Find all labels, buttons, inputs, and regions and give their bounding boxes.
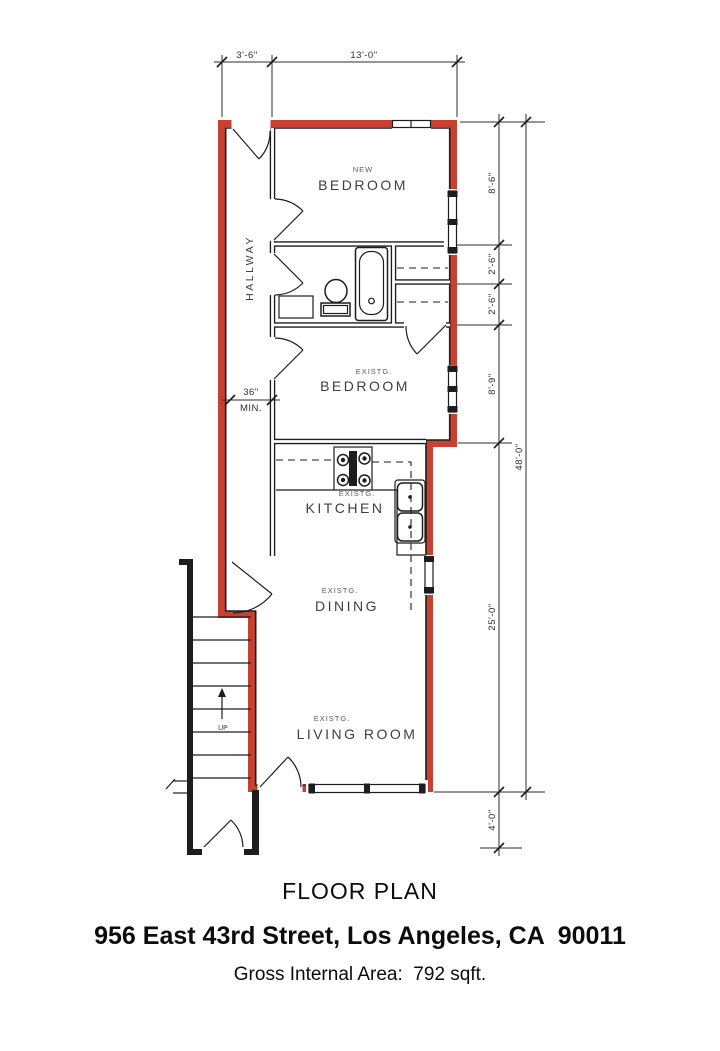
room-label-dining: DINING xyxy=(315,598,379,614)
toilet-symbol xyxy=(320,278,351,317)
room-labels: NEW BEDROOM HALLWAY EXISTG. BEDROOM EXIS… xyxy=(244,165,418,742)
kitchen-fixtures xyxy=(276,446,426,612)
bathroom-fixtures xyxy=(278,246,448,322)
porch-door xyxy=(202,819,244,849)
bathtub-symbol xyxy=(354,246,389,322)
stairs: UP xyxy=(165,559,259,857)
window-right-dining xyxy=(424,556,434,594)
dim-right-overall: 48'-0" xyxy=(514,443,525,470)
room-label-kitchen: KITCHEN xyxy=(306,500,385,516)
floor-plan-title: FLOOR PLAN xyxy=(282,878,438,904)
room-label-new-bedroom-qual: NEW xyxy=(353,165,374,174)
entry-hall-door xyxy=(232,128,271,160)
kitchen-sink-symbol xyxy=(394,479,426,544)
bathroom-door xyxy=(273,253,304,296)
dimension-right: 8'-6" 2'-6" 2'-6" 8'-9" 25'-0" 4'-0" 48'… xyxy=(434,114,545,856)
room-label-hallway: HALLWAY xyxy=(244,235,256,301)
closet-shelves xyxy=(397,267,448,303)
stove-symbol xyxy=(333,446,373,491)
existing-bedroom-door xyxy=(273,337,304,380)
vanity-counter xyxy=(278,295,314,319)
new-bedroom-door xyxy=(273,198,304,241)
up-label: UP xyxy=(218,725,228,732)
room-label-kitchen-qual: EXISTG. xyxy=(339,489,376,498)
doors xyxy=(202,128,447,849)
dim-hall-value: 36" xyxy=(243,387,258,398)
dim-right-porch: 4'-0" xyxy=(487,809,498,830)
dimension-lines: 3'-6" 13'-0" 8'-6" 2'-6" 2'-6" 8'-9" 25'… xyxy=(214,50,545,856)
dim-top-2: 13'-0" xyxy=(350,50,377,61)
dim-hall-suffix: MIN. xyxy=(240,403,262,414)
dim-right-3: 2'-6" xyxy=(487,293,498,314)
closet-door xyxy=(405,324,447,355)
room-label-new-bedroom: BEDROOM xyxy=(318,177,408,193)
dim-right-2: 2'-6" xyxy=(487,253,498,274)
floor-plan-drawing: UP 3'-6" 13'-0" 8'-6" 2'-6" 2'-6" 8'- xyxy=(165,50,545,857)
living-room-entry-door xyxy=(259,756,302,788)
room-label-living-room-qual: EXISTG. xyxy=(314,714,351,723)
area-line: Gross Internal Area: 792 sqft. xyxy=(233,964,487,985)
dimension-hall-clearance: 36" MIN. xyxy=(222,387,280,414)
dim-right-4: 8'-9" xyxy=(487,373,498,394)
porch-walls xyxy=(165,778,259,857)
room-label-living-room: LIVING ROOM xyxy=(297,726,418,742)
exterior-wall-outline xyxy=(218,120,457,792)
dimension-top: 3'-6" 13'-0" xyxy=(214,50,465,117)
window-right-existing-bedroom xyxy=(447,365,458,413)
room-label-dining-qual: EXISTG. xyxy=(322,586,359,595)
dim-right-1: 8'-6" xyxy=(487,172,498,193)
window-bottom-living-room xyxy=(308,783,426,794)
room-label-existing-bedroom: BEDROOM xyxy=(320,378,410,394)
windows xyxy=(308,119,458,794)
window-top-bedroom xyxy=(391,119,432,129)
address-line: 956 East 43rd Street, Los Angeles, CA 90… xyxy=(94,922,626,950)
room-label-existing-bedroom-qual: EXISTG. xyxy=(356,367,393,376)
up-arrow: UP xyxy=(218,688,228,732)
dim-top-1: 3'-6" xyxy=(236,50,257,61)
dining-door xyxy=(231,561,273,614)
window-right-new-bedroom xyxy=(447,190,458,254)
dim-right-lower: 25'-0" xyxy=(487,603,498,630)
